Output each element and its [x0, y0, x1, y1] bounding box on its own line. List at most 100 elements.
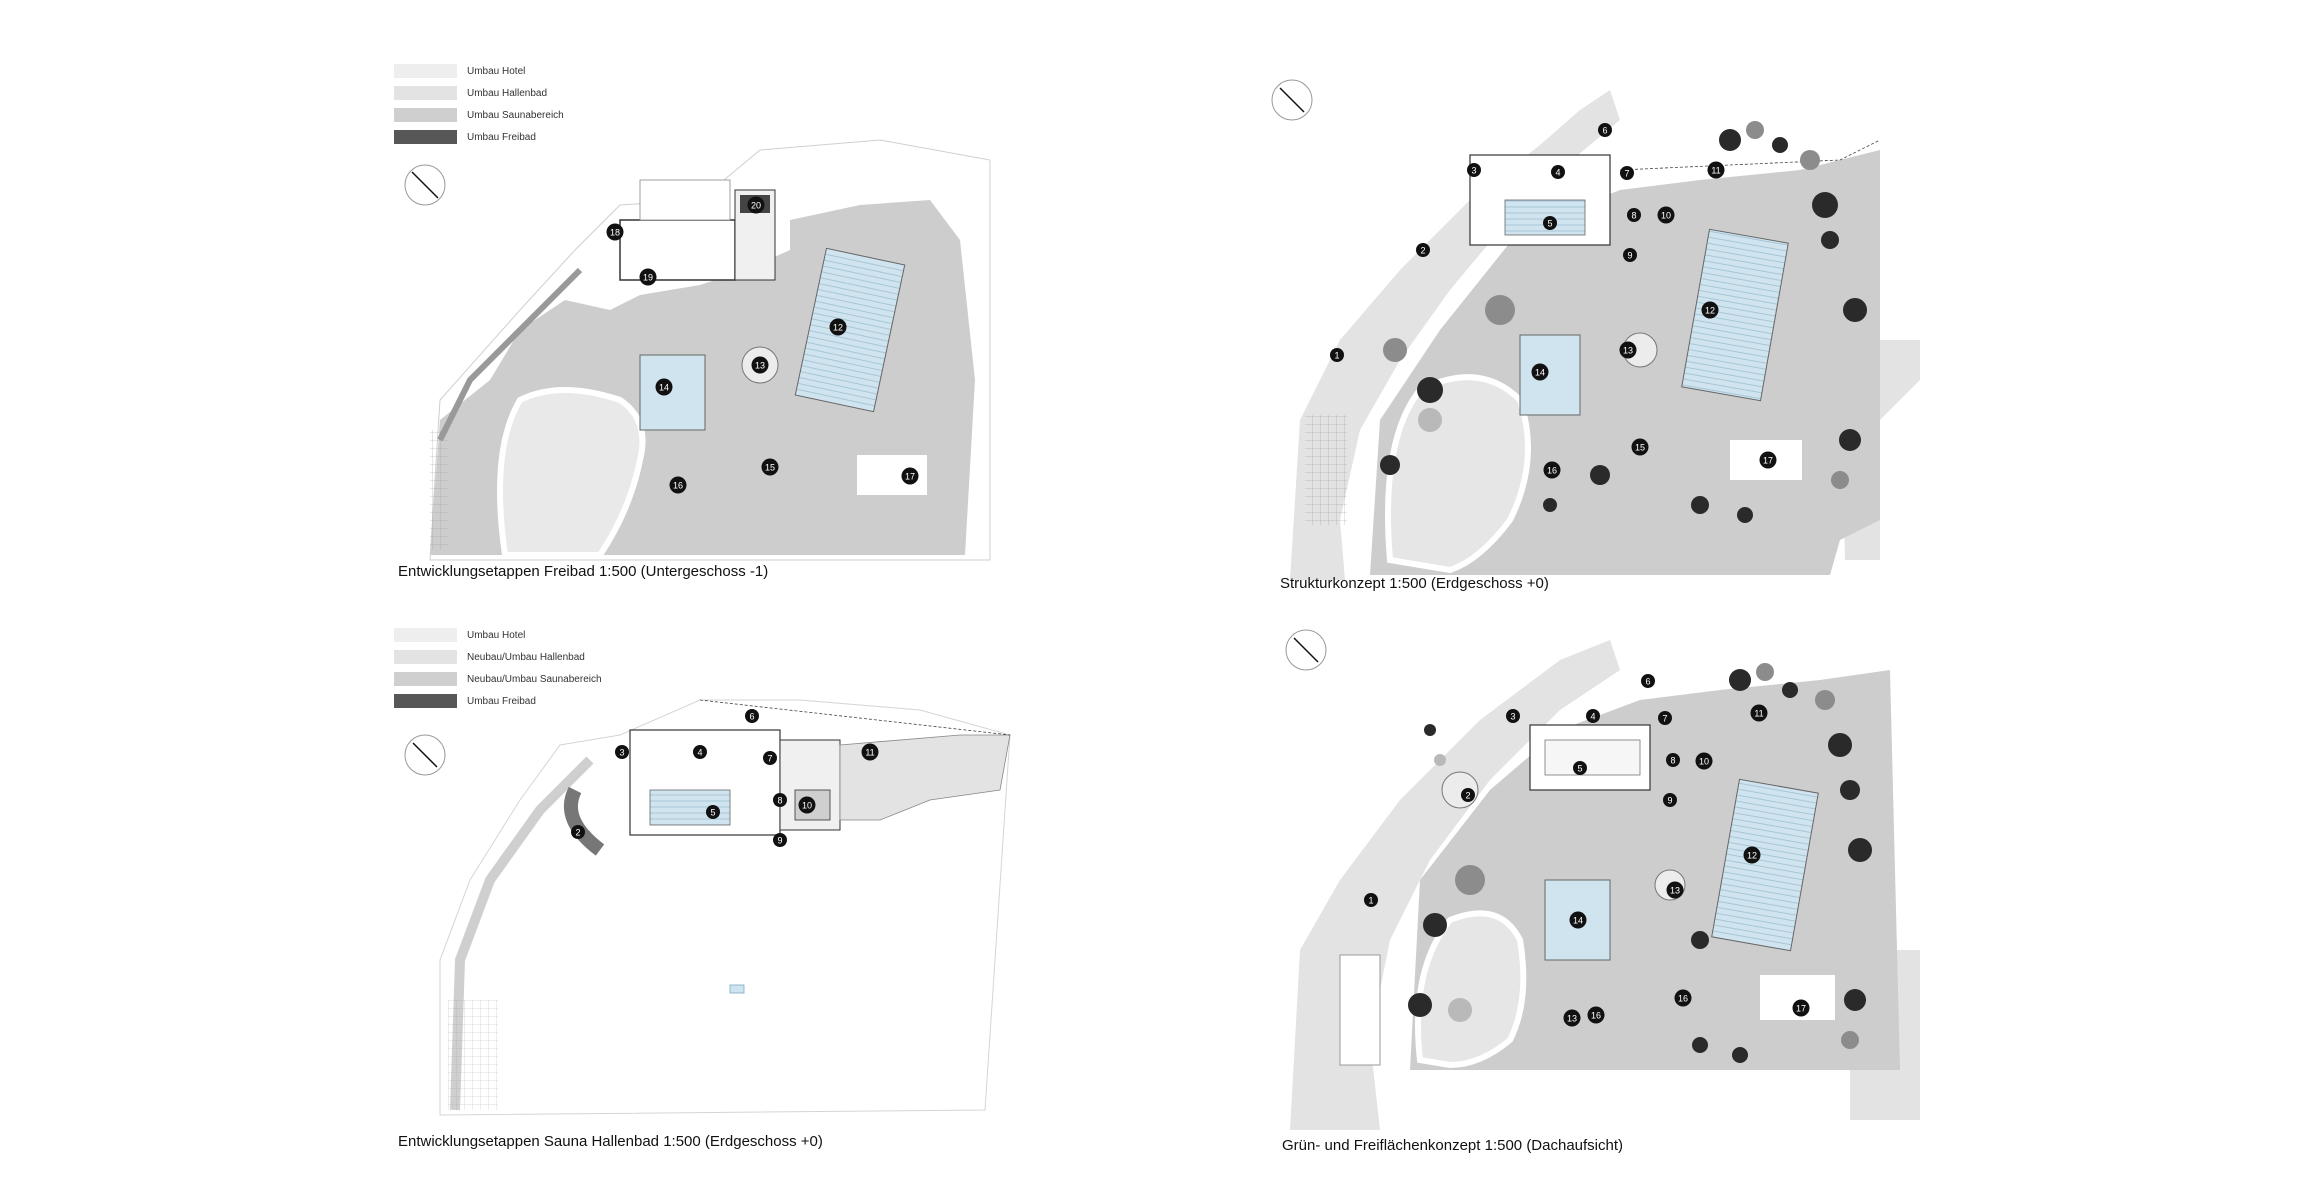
marker-label: 14 — [659, 383, 669, 393]
marker-dot — [706, 805, 720, 819]
legend-swatch — [394, 64, 457, 78]
marker-label: 3 — [1510, 712, 1515, 722]
marker-label: 17 — [905, 472, 915, 482]
legend-item: Umbau Freibad — [394, 126, 564, 148]
legend-label: Umbau Hotel — [467, 65, 526, 77]
plan-marker-15: 15 — [1631, 438, 1649, 456]
tree-group — [1380, 121, 1867, 523]
marker-dot — [1619, 341, 1637, 359]
site-outline — [439, 699, 1011, 1116]
marker-label: 10 — [802, 801, 812, 811]
marker-label: 17 — [1763, 456, 1773, 466]
plan-marker-3: 3 — [615, 745, 629, 759]
marker-label: 14 — [1535, 368, 1545, 378]
marker-label: 8 — [1670, 756, 1675, 766]
marker-label: 13 — [755, 361, 765, 371]
marker-label: 8 — [1631, 211, 1636, 221]
marker-dot — [1330, 348, 1344, 362]
marker-dot — [798, 796, 816, 814]
legend-item: Umbau Hallenbad — [394, 82, 564, 104]
plan-marker-14: 14 — [1569, 911, 1587, 929]
plan-marker-17: 17 — [1792, 999, 1810, 1017]
road-outline — [1290, 90, 1620, 580]
marker-label: 7 — [1662, 714, 1667, 724]
marker-dot — [1657, 206, 1675, 224]
lawn-path — [1415, 910, 1527, 1069]
marker-label: 5 — [710, 808, 715, 818]
marker-label: 15 — [1635, 443, 1645, 453]
plan-marker-4: 4 — [1586, 709, 1600, 723]
plan-marker-14: 14 — [655, 378, 673, 396]
marker-dot — [1587, 1006, 1605, 1024]
marker-dot — [1623, 248, 1637, 262]
marker-label: 9 — [1627, 251, 1632, 261]
marker-dot — [1658, 711, 1672, 725]
plan-marker-2: 2 — [1416, 243, 1430, 257]
plan-marker-8: 8 — [1666, 753, 1680, 767]
plan-marker-16: 16 — [1543, 461, 1561, 479]
marker-dot — [773, 793, 787, 807]
marker-label: 2 — [575, 828, 580, 838]
marker-label: 4 — [1590, 712, 1595, 722]
marker-dot — [1695, 752, 1713, 770]
marker-label: 9 — [777, 836, 782, 846]
marker-dot — [1674, 989, 1692, 1007]
legend-label: Neubau/Umbau Hallenbad — [467, 651, 585, 663]
plan-marker-10: 10 — [798, 796, 816, 814]
plan-marker-7: 7 — [1620, 166, 1634, 180]
marker-dot — [1666, 881, 1684, 899]
plan-marker-5: 5 — [1543, 216, 1557, 230]
main-pool — [1711, 778, 1819, 952]
marker-dot — [1586, 709, 1600, 723]
plan-marker-13: 13 — [1563, 1009, 1581, 1027]
marker-dot — [751, 356, 769, 374]
caption-sauna-hallenbad: Entwicklungsetappen Sauna Hallenbad 1:50… — [398, 1133, 823, 1150]
legend-swatch — [394, 628, 457, 642]
marker-label: 11 — [1711, 166, 1720, 176]
plan-marker-16: 16 — [1674, 989, 1692, 1007]
plan-sauna-hallenbad — [404, 699, 1011, 1116]
plan-marker-7: 7 — [763, 751, 777, 765]
plan-gruen-freiflaechen — [1285, 629, 1920, 1130]
marker-dot — [669, 476, 687, 494]
plan-marker-9: 9 — [1663, 793, 1677, 807]
plan-marker-3: 3 — [1506, 709, 1520, 723]
legend-freibad: Umbau Hotel Umbau Hallenbad Umbau Saunab… — [394, 60, 564, 148]
caption-strukturkonzept: Strukturkonzept 1:500 (Erdgeschoss +0) — [1280, 575, 1549, 592]
marker-dot — [606, 223, 624, 241]
marker-label: 11 — [865, 748, 874, 758]
main-pool — [794, 247, 906, 413]
legend-label: Neubau/Umbau Saunabereich — [467, 673, 602, 685]
plan-marker-13: 13 — [1619, 341, 1637, 359]
marker-dot — [861, 743, 879, 761]
marker-dot — [639, 268, 657, 286]
plan-strukturkonzept — [1271, 79, 1920, 580]
plan-marker-12: 12 — [1701, 301, 1719, 319]
main-pool — [1681, 228, 1789, 402]
marker-dot — [693, 745, 707, 759]
marker-dot — [1666, 753, 1680, 767]
marker-label: 12 — [1705, 306, 1715, 316]
marker-label: 13 — [1670, 886, 1680, 896]
marker-label: 15 — [765, 463, 775, 473]
plan-marker-11: 11 — [1750, 704, 1768, 722]
marker-dot — [1563, 1009, 1581, 1027]
marker-label: 3 — [619, 748, 624, 758]
marker-label: 13 — [1567, 1014, 1577, 1024]
legend-item: Umbau Hotel — [394, 60, 564, 82]
marker-label: 6 — [749, 712, 754, 722]
marker-label: 6 — [1645, 677, 1650, 687]
legend-item: Umbau Hotel — [394, 624, 602, 646]
plan-marker-2: 2 — [1461, 788, 1475, 802]
marker-dot — [1641, 674, 1655, 688]
marker-dot — [1543, 461, 1561, 479]
legend-swatch — [394, 672, 457, 686]
plan-marker-2: 2 — [571, 825, 585, 839]
marker-label: 5 — [1547, 219, 1552, 229]
legend-swatch — [394, 86, 457, 100]
plan-marker-16: 16 — [669, 476, 687, 494]
plan-marker-5: 5 — [1573, 761, 1587, 775]
plan-marker-17: 17 — [901, 467, 919, 485]
legend-item: Neubau/Umbau Saunabereich — [394, 668, 602, 690]
marker-label: 18 — [610, 228, 620, 238]
